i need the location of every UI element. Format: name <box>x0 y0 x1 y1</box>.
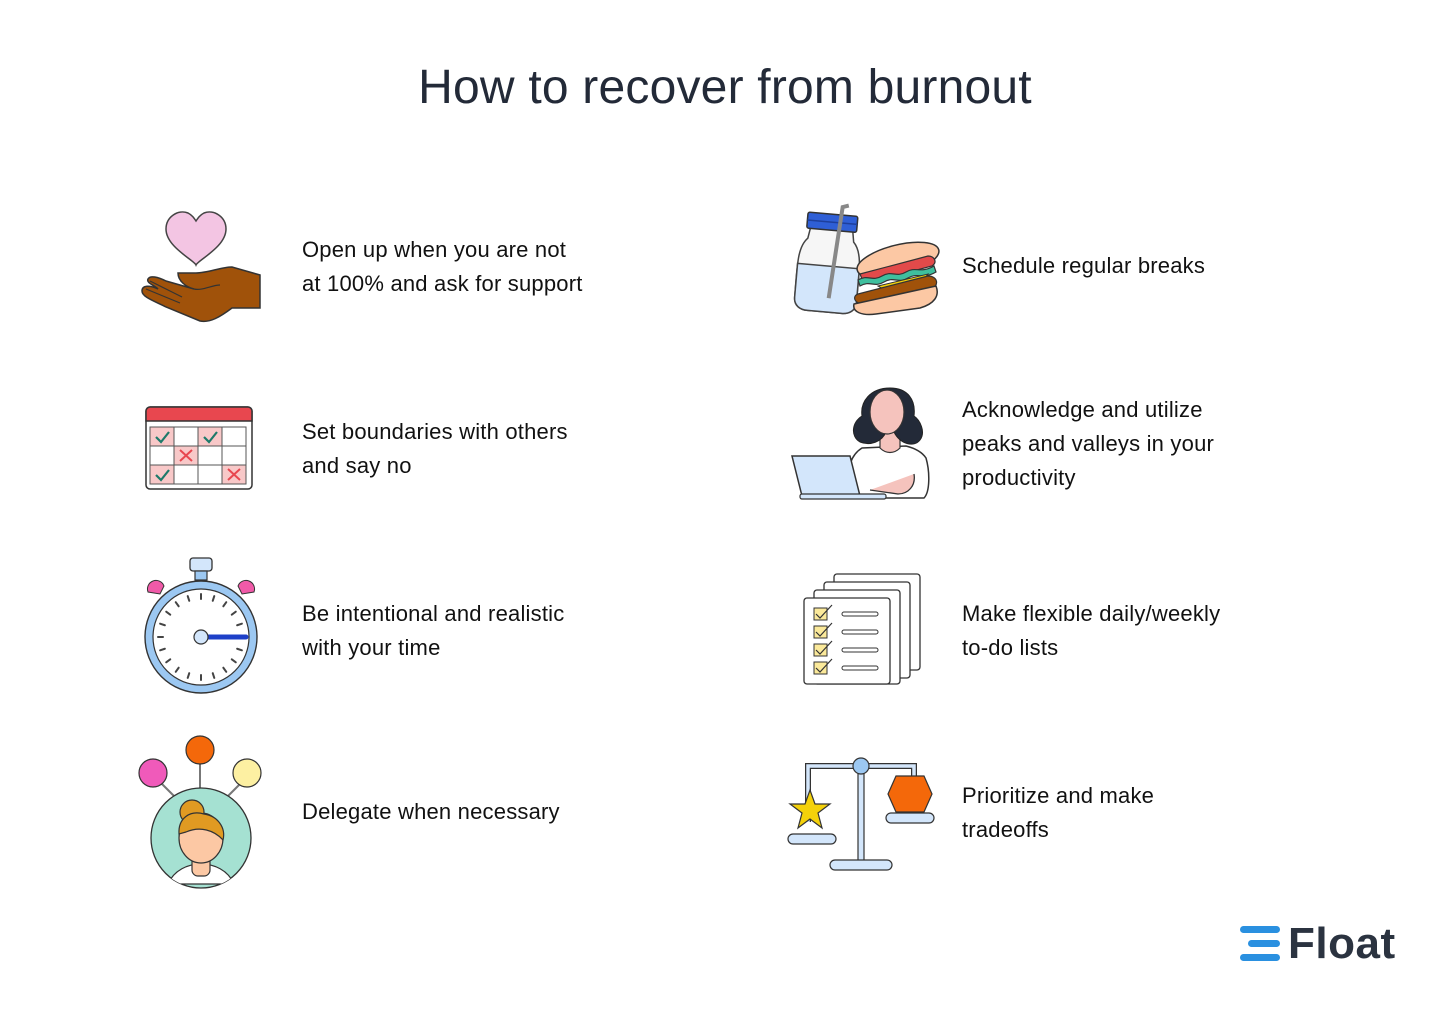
tip-line: and say no <box>302 453 412 478</box>
tick-mark <box>236 647 243 652</box>
checkbox <box>813 661 828 675</box>
checklist-icon <box>803 573 921 685</box>
float-logo-text: Float <box>1288 919 1396 968</box>
tick-mark <box>174 666 180 673</box>
page-title: How to recover from burnout <box>418 61 1032 114</box>
check-mark <box>815 658 833 673</box>
float-logo: Float <box>1240 919 1410 968</box>
tip-line: Be intentional and realistic <box>302 601 565 626</box>
list-line <box>841 611 879 617</box>
tip-line: Prioritize and make <box>962 783 1155 808</box>
tip-line: Make flexible daily/weekly <box>962 601 1221 626</box>
tip-line: with your time <box>302 635 441 660</box>
calendar-icon <box>145 406 253 490</box>
list-line <box>841 647 879 653</box>
tip-line: Open up when you are not <box>302 237 567 262</box>
balance-scale-icon <box>787 757 935 871</box>
tick-mark <box>236 622 243 627</box>
tick-mark <box>211 595 216 602</box>
tick-mark <box>186 595 191 602</box>
person-laptop-icon <box>791 387 930 500</box>
float-logo-mark-icon <box>1240 926 1280 961</box>
tip-line: at 100% and ask for support <box>302 271 583 296</box>
tick-mark <box>159 647 166 652</box>
delegate-icon <box>138 735 262 889</box>
check-mark <box>815 604 833 619</box>
tick-mark <box>186 672 191 679</box>
tick-mark <box>165 658 172 664</box>
tip-line: productivity <box>962 465 1076 490</box>
tick-mark <box>211 672 216 679</box>
hand-heart-icon <box>141 211 261 323</box>
check-mark <box>815 640 833 655</box>
stopwatch-icon <box>144 557 258 694</box>
check-mark <box>815 622 833 637</box>
checkbox <box>813 607 828 621</box>
tip-line: peaks and valleys in your <box>962 431 1215 456</box>
tick-mark <box>222 666 228 673</box>
tip-line: tradeoffs <box>962 817 1050 842</box>
checkbox <box>813 643 828 657</box>
tip-line: Delegate when necessary <box>302 799 560 824</box>
tick-mark <box>174 601 180 608</box>
tick-mark <box>222 601 228 608</box>
list-line <box>841 665 879 671</box>
list-line <box>841 629 879 635</box>
tip-line: to-do lists <box>962 635 1059 660</box>
tick-mark <box>230 610 237 616</box>
tick-mark <box>159 622 166 627</box>
tip-line: Set boundaries with others <box>302 419 568 444</box>
tip-line: Acknowledge and utilize <box>962 397 1203 422</box>
tick-mark <box>165 610 172 616</box>
checkbox <box>813 625 828 639</box>
tip-line: Schedule regular breaks <box>962 253 1206 278</box>
sandwich-jar-icon <box>793 203 940 316</box>
tick-mark <box>230 658 237 664</box>
